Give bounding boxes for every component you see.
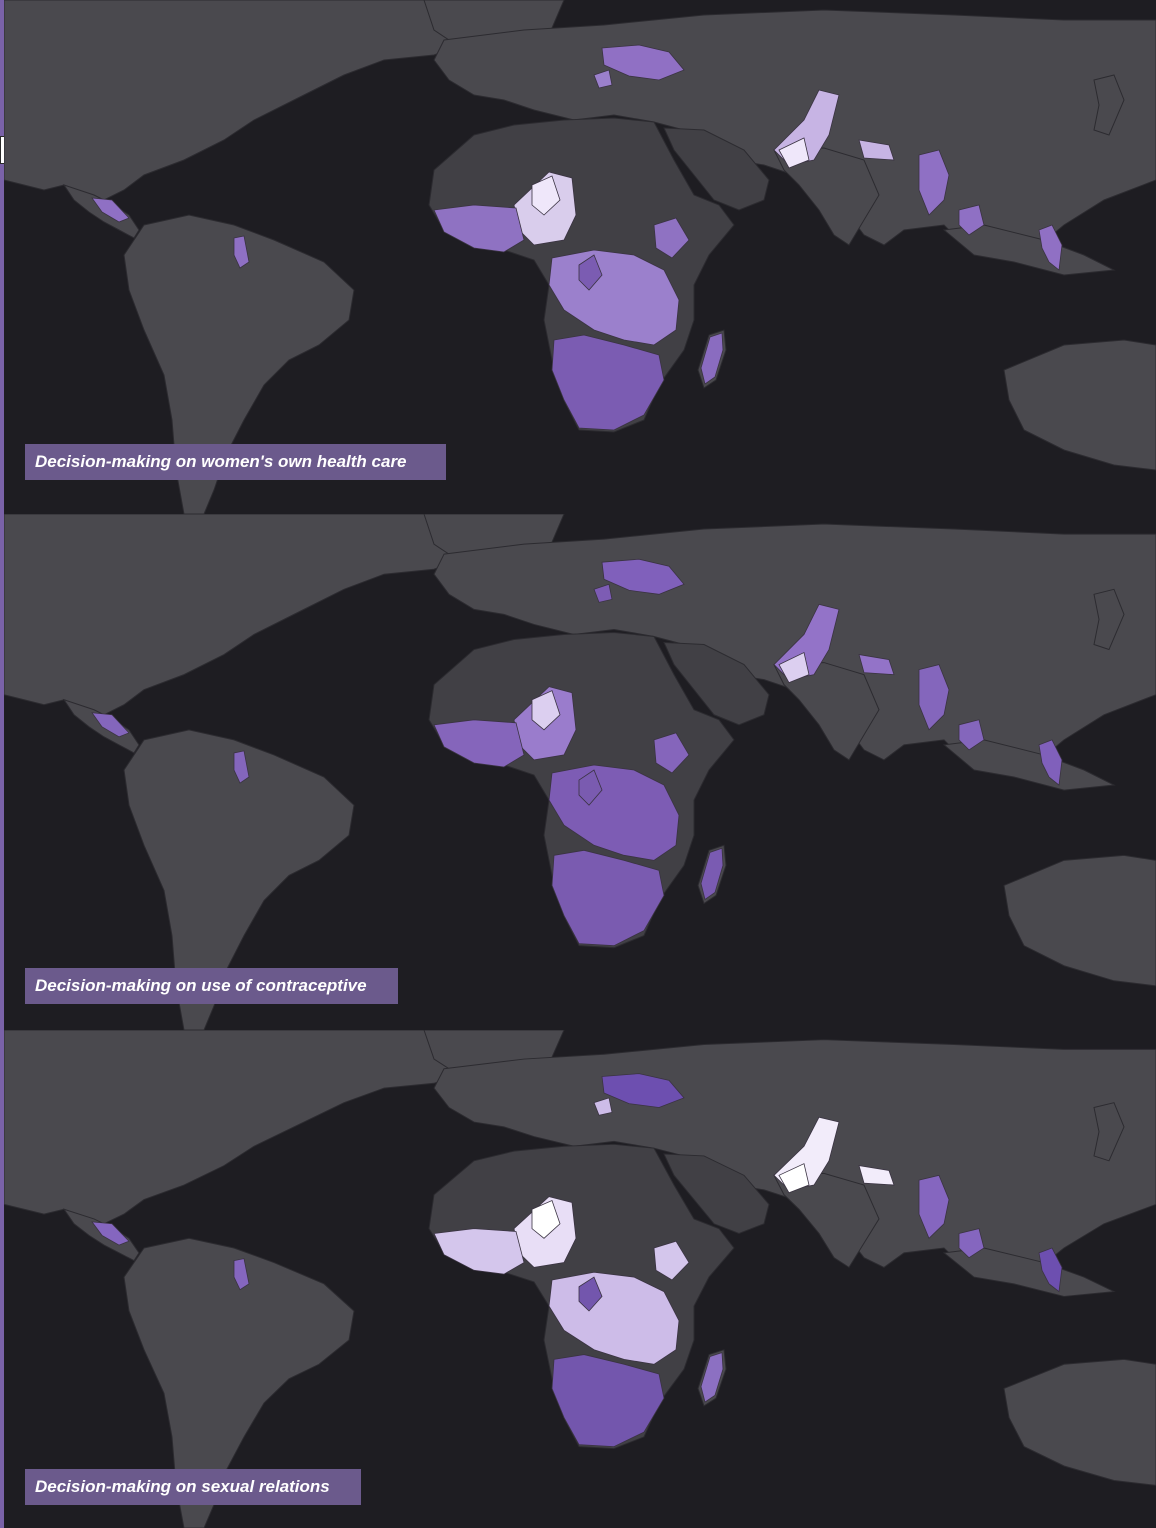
map-panel xyxy=(4,0,1156,514)
land-south-america xyxy=(123,214,355,514)
region-central xyxy=(593,583,613,603)
region-ukraine xyxy=(601,558,685,595)
region-myanmar xyxy=(233,235,250,269)
region-sahel xyxy=(653,1240,690,1281)
map-caption: Decision-making on sexual relations xyxy=(25,1469,361,1505)
region-madagascar xyxy=(700,847,724,901)
region-central xyxy=(593,69,613,89)
region-southern xyxy=(551,1354,665,1448)
region-pakistan xyxy=(858,1165,895,1186)
region-southern xyxy=(551,849,665,947)
world-map xyxy=(4,1030,1156,1528)
region-highlight xyxy=(531,1199,561,1239)
region-ukraine xyxy=(1038,739,1063,786)
region-myanmar xyxy=(233,1258,250,1291)
region-highlight xyxy=(531,690,561,731)
land-se-asia-islands xyxy=(942,224,1116,276)
region-southern xyxy=(551,334,665,431)
region-highlight xyxy=(531,175,561,216)
region-myanmar xyxy=(91,712,130,738)
region-highlight xyxy=(778,651,810,684)
region-southern xyxy=(578,254,603,291)
land-south-america xyxy=(123,1237,355,1528)
land-se-asia-islands xyxy=(942,739,1116,791)
land-australia xyxy=(1003,339,1156,471)
land-arabia xyxy=(663,1153,770,1234)
land-australia xyxy=(1003,1358,1156,1486)
region-pakistan xyxy=(858,654,895,676)
land-india xyxy=(773,662,880,761)
region-highlight xyxy=(778,137,810,169)
land-japan xyxy=(1093,74,1125,136)
region-myanmar xyxy=(918,1174,950,1239)
region-sahel xyxy=(433,1228,525,1275)
map-caption: Decision-making on women's own health ca… xyxy=(25,444,446,480)
region-sahel xyxy=(433,719,525,768)
map-caption: Decision-making on use of contraceptive xyxy=(25,968,398,1004)
land-japan xyxy=(1093,588,1125,651)
land-se-asia-islands xyxy=(942,1247,1116,1297)
land-japan xyxy=(1093,1102,1125,1162)
region-madagascar xyxy=(700,1352,724,1403)
land-arabia xyxy=(663,127,770,211)
region-highlight xyxy=(778,1163,810,1194)
region-sahel xyxy=(653,217,690,259)
region-southern xyxy=(578,769,603,806)
map-panel xyxy=(4,514,1156,1030)
region-ukraine xyxy=(1038,224,1063,271)
region-sahel xyxy=(433,204,525,253)
region-myanmar xyxy=(233,750,250,784)
land-arabia xyxy=(663,641,770,726)
side-accent-bar xyxy=(0,0,4,1528)
region-ukraine xyxy=(601,44,685,81)
region-central xyxy=(593,1097,613,1116)
region-southern xyxy=(578,1276,603,1312)
region-sahel xyxy=(653,732,690,774)
land-india xyxy=(773,1172,880,1269)
region-myanmar xyxy=(91,197,130,223)
land-australia xyxy=(1003,854,1156,987)
region-myanmar xyxy=(958,204,985,236)
world-map xyxy=(4,514,1156,1030)
region-pakistan xyxy=(858,139,895,161)
region-myanmar xyxy=(918,149,950,216)
land-india xyxy=(773,147,880,246)
region-myanmar xyxy=(91,1221,130,1246)
region-ukraine xyxy=(1038,1247,1063,1293)
region-myanmar xyxy=(958,1228,985,1259)
map-panel xyxy=(4,1030,1156,1528)
world-map xyxy=(4,0,1156,514)
land-south-america xyxy=(123,729,355,1030)
region-myanmar xyxy=(918,664,950,731)
region-ukraine xyxy=(601,1073,685,1108)
region-madagascar xyxy=(700,332,724,385)
region-myanmar xyxy=(958,719,985,751)
